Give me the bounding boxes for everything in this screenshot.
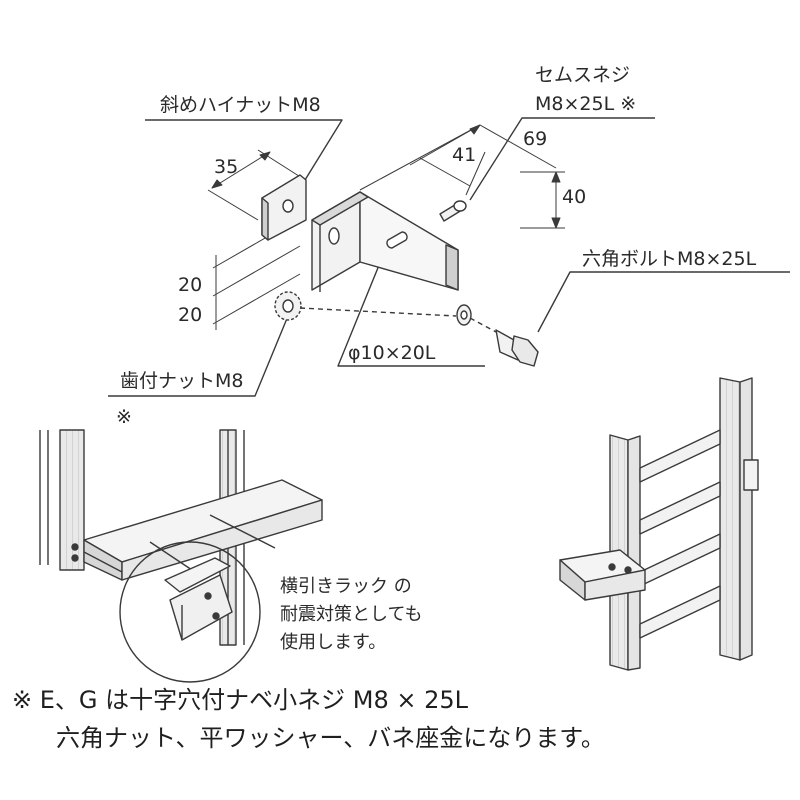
sems-callout-leader bbox=[469, 117, 655, 201]
dim-40-label: 40 bbox=[562, 186, 587, 208]
toothed-nut bbox=[274, 291, 302, 321]
dim-20-upper-label: 20 bbox=[178, 274, 203, 296]
footnote-line2: 六角ナット、平ワッシャー、バネ座金になります。 bbox=[56, 724, 605, 752]
nut-callout-leader bbox=[145, 119, 343, 181]
dim-20-lower-label: 20 bbox=[178, 304, 203, 326]
nut-label: 斜めハイナットM8 bbox=[160, 94, 321, 116]
flat-washer bbox=[456, 304, 472, 326]
dim-41-label: 41 bbox=[452, 144, 477, 166]
hex-bolt-callout-leader bbox=[537, 271, 790, 333]
hex-bolt-label: 六角ボルトM8×25L bbox=[582, 248, 757, 270]
hex-bolt bbox=[299, 307, 539, 367]
usage-note-line1: 横引きラック の bbox=[280, 576, 412, 597]
toothed-nut-callout-leader bbox=[108, 315, 289, 397]
sems-screw bbox=[439, 200, 467, 222]
sems-screw-size-label: M8×25L ※ bbox=[535, 93, 637, 115]
dim-35-label: 35 bbox=[214, 156, 239, 178]
toothed-nut-mark: ※ bbox=[116, 406, 132, 428]
hole-size-label: φ10×20L bbox=[348, 342, 436, 364]
hole-callout-leader bbox=[337, 247, 485, 367]
dim-69-label: 69 bbox=[523, 128, 548, 150]
diagonal-nut-plate bbox=[261, 174, 307, 241]
dim-35-lines bbox=[207, 149, 303, 221]
sems-screw-label: セムスネジ bbox=[535, 64, 631, 86]
usage-note-line3: 使用します。 bbox=[280, 632, 387, 653]
footnote-line1: ※ E、G は十字穴付ナベ小ネジ M8 × 25L bbox=[12, 686, 469, 714]
angle-bracket bbox=[311, 191, 459, 292]
ladder-rack-right-view bbox=[559, 377, 759, 671]
dim-41-69-lines bbox=[359, 124, 557, 196]
dim-40-lines bbox=[520, 171, 565, 229]
toothed-nut-label: 歯付ナットM8 bbox=[120, 370, 244, 392]
usage-note-line2: 耐震対策としても bbox=[280, 604, 423, 625]
ladder-rack-left-view bbox=[39, 429, 323, 683]
